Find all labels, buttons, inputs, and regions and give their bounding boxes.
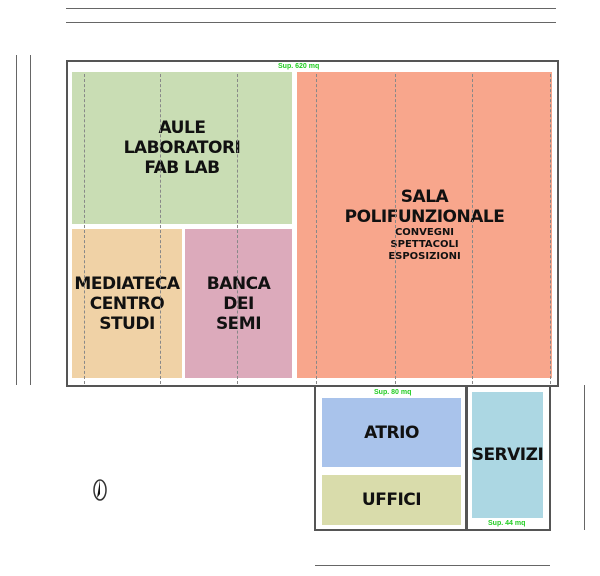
sala-sublabel-line: ESPOSIZIONI [388, 251, 461, 262]
uffici-label-line: UFFICI [361, 490, 422, 510]
room-servizi: SERVIZI [471, 392, 544, 518]
north-arrow-icon [93, 479, 107, 501]
sala-label-line: POLIFUNZIONALE [344, 207, 505, 227]
banca-label-line: BANCA [206, 273, 271, 294]
surface-label-servizi: Sup. 44 mq [488, 520, 526, 527]
surface-label-atrio: Sup. 80 mq [374, 389, 412, 396]
mediateca-label-line: MEDIATECA [74, 273, 180, 294]
surface-label-main: Sup. 620 mq [278, 63, 320, 70]
annex-partition [465, 387, 468, 529]
structural-column-line [472, 74, 473, 384]
annex-wall [314, 385, 551, 531]
dimension-line-left-total [16, 55, 17, 385]
aule-label-line: FAB LAB [144, 158, 220, 178]
atrio-label-line: ATRIO [364, 422, 419, 443]
structural-column-line [550, 74, 551, 384]
dimension-line-top-bays [66, 22, 556, 23]
structural-column-line [84, 74, 85, 384]
sala-label-line: SALA [400, 187, 449, 207]
room-atrio: ATRIO [322, 398, 461, 467]
structural-column-line [237, 74, 238, 384]
room-uffici: UFFICI [322, 475, 461, 525]
banca-label-line: SEMI [215, 313, 262, 334]
dimension-line-top-total [66, 8, 556, 9]
sala-sublabel-line: SPETTACOLI [390, 239, 459, 250]
structural-column-line [395, 74, 396, 384]
structural-column-line [160, 74, 161, 384]
mediateca-label-line: STUDI [99, 313, 155, 334]
dimension-line-bottom [315, 565, 550, 566]
main-building-wall [66, 60, 559, 387]
mediateca-label-line: CENTRO [89, 293, 165, 314]
dimension-line-left [30, 55, 31, 385]
sala-sublabel-line: CONVEGNI [394, 227, 455, 238]
dimension-line-right [584, 385, 585, 530]
aule-label-line: AULE [158, 118, 206, 138]
structural-column-line [316, 74, 317, 384]
servizi-label-line: SERVIZI [471, 445, 544, 465]
banca-label-line: DEI [223, 293, 254, 314]
aule-label-line: LABORATORI [123, 138, 241, 158]
